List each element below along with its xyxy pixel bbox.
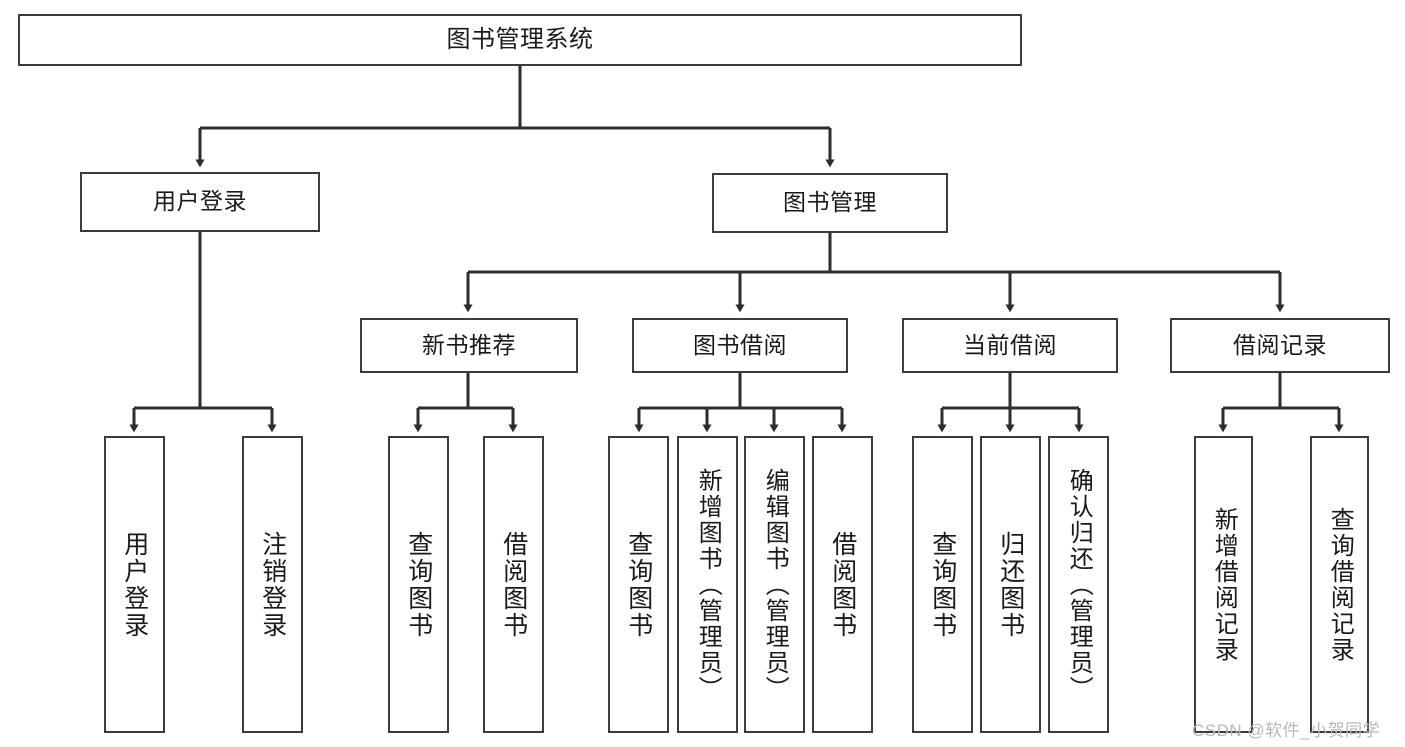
node-borrow-record[interactable]: 借阅记录 — [1170, 318, 1390, 373]
node-label: 图书管理 — [783, 189, 877, 216]
node-leaf-query-borrow-record[interactable]: 查询借阅记录 — [1310, 436, 1369, 733]
node-leaf-add-borrow-record[interactable]: 新增借阅记录 — [1194, 436, 1253, 733]
node-new-book-recommend[interactable]: 新书推荐 — [360, 318, 578, 373]
node-label: 图书管理系统 — [446, 25, 594, 53]
node-leaf-borrow-book-1[interactable]: 借阅图书 — [483, 436, 544, 733]
node-label: 新增借阅记录 — [1210, 506, 1238, 663]
node-label: 新书推荐 — [422, 331, 516, 358]
node-label: 用户登录 — [153, 188, 247, 215]
node-leaf-borrow-book-2[interactable]: 借阅图书 — [812, 436, 873, 733]
node-label: 查询借阅记录 — [1326, 506, 1354, 663]
node-leaf-edit-book-admin[interactable]: 编辑图书（管理员） — [744, 436, 805, 733]
node-label: 确认归还（管理员） — [1065, 467, 1093, 702]
node-leaf-query-book-1[interactable]: 查询图书 — [388, 436, 449, 733]
node-label: 新增图书（管理员） — [694, 467, 722, 702]
node-label: 借阅图书 — [499, 530, 528, 639]
node-label: 借阅图书 — [828, 530, 857, 639]
node-leaf-query-book-2[interactable]: 查询图书 — [608, 436, 669, 733]
node-label: 注销登录 — [258, 530, 287, 639]
node-label: 编辑图书（管理员） — [761, 467, 789, 702]
csdn-watermark: CSDN @软件_小贺同学 — [1192, 721, 1381, 740]
node-label: 查询图书 — [624, 530, 653, 639]
node-label: 查询图书 — [404, 530, 433, 639]
node-leaf-confirm-return-admin[interactable]: 确认归还（管理员） — [1048, 436, 1109, 733]
node-leaf-return-book[interactable]: 归还图书 — [980, 436, 1041, 733]
node-root-system[interactable]: 图书管理系统 — [18, 14, 1022, 66]
node-leaf-logout-login[interactable]: 注销登录 — [242, 436, 303, 733]
node-leaf-add-book-admin[interactable]: 新增图书（管理员） — [677, 436, 738, 733]
node-label: 图书借阅 — [693, 331, 787, 358]
node-leaf-user-login[interactable]: 用户登录 — [104, 436, 165, 733]
node-label: 当前借阅 — [963, 331, 1057, 358]
node-label: 用户登录 — [120, 530, 149, 639]
node-leaf-query-book-3[interactable]: 查询图书 — [912, 436, 973, 733]
node-label: 归还图书 — [996, 530, 1025, 639]
node-label: 借阅记录 — [1233, 331, 1327, 358]
node-book-borrow[interactable]: 图书借阅 — [632, 318, 848, 373]
node-book-management[interactable]: 图书管理 — [712, 173, 948, 233]
node-label: 查询图书 — [928, 530, 957, 639]
node-user-login[interactable]: 用户登录 — [80, 172, 320, 232]
node-current-borrow[interactable]: 当前借阅 — [902, 318, 1118, 373]
